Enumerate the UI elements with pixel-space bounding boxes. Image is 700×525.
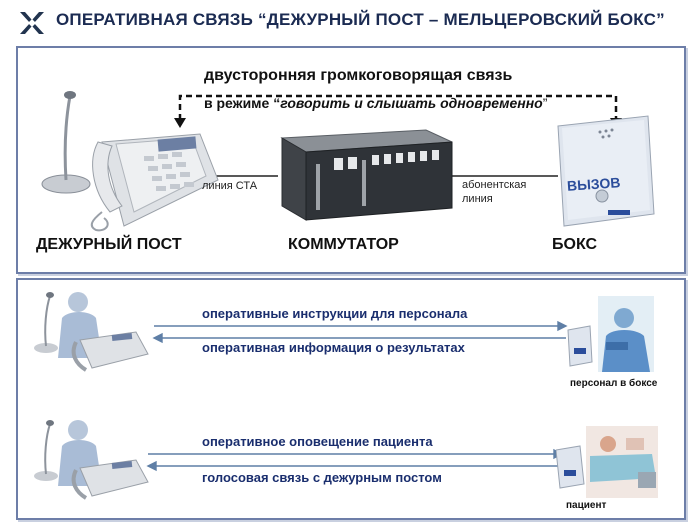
subscriber-line-label-2: линия [462,193,493,205]
headline-text: двусторонняя громкоговорящая связь [204,67,513,84]
scenarios-panel: оперативные инструкции для персонала опе… [16,278,686,520]
office-phone-icon [90,133,219,232]
logo-icon [18,9,46,37]
operator-at-phone-icon-2 [34,420,149,500]
arrow-text-results: оперативная информация о результатах [202,340,465,355]
arrow-text-voice-link: голосовая связь с дежурным постом [202,470,442,485]
switch-rack-icon [280,129,453,221]
mode-prefix: в режиме [204,95,274,111]
intercom-panel-icon [557,115,655,227]
page-title: ОПЕРАТИВНАЯ СВЯЗЬ “ДЕЖУРНЫЙ ПОСТ – МЕЛЬЦ… [56,10,665,29]
mode-quote-open: “ [273,95,281,111]
mode-text: в режиме “говорить и слышать одновременн… [204,95,547,111]
caption-staff-in-box: персонал в боксе [570,378,658,389]
line-sta-label: линия СТА [202,180,258,192]
staff-in-box-photo [567,296,654,372]
desk-microphone-icon [41,91,91,194]
label-switch: КОММУТАТОР [288,236,399,253]
system-overview-panel: двусторонняя громкоговорящая связь в реж… [16,46,686,274]
scenario-arrows [146,320,568,472]
arrow-text-instructions: оперативные инструкции для персонала [202,306,468,321]
label-box: БОКС [552,236,598,253]
caption-patient: пациент [566,500,607,511]
label-duty-post: ДЕЖУРНЫЙ ПОСТ [36,236,182,253]
mode-quote-close: ” [542,95,548,111]
arrow-text-patient-alert: оперативное оповещение пациента [202,434,433,449]
patient-photo [556,426,658,498]
operator-at-phone-icon-1 [34,292,149,372]
subscriber-line-label: абонентская линия [462,178,526,206]
subscriber-line-label-1: абонентская [462,179,527,191]
mode-italic: говорить и слышать одновременно [280,95,543,111]
title-bar: ОПЕРАТИВНАЯ СВЯЗЬ “ДЕЖУРНЫЙ ПОСТ – МЕЛЬЦ… [0,0,700,44]
